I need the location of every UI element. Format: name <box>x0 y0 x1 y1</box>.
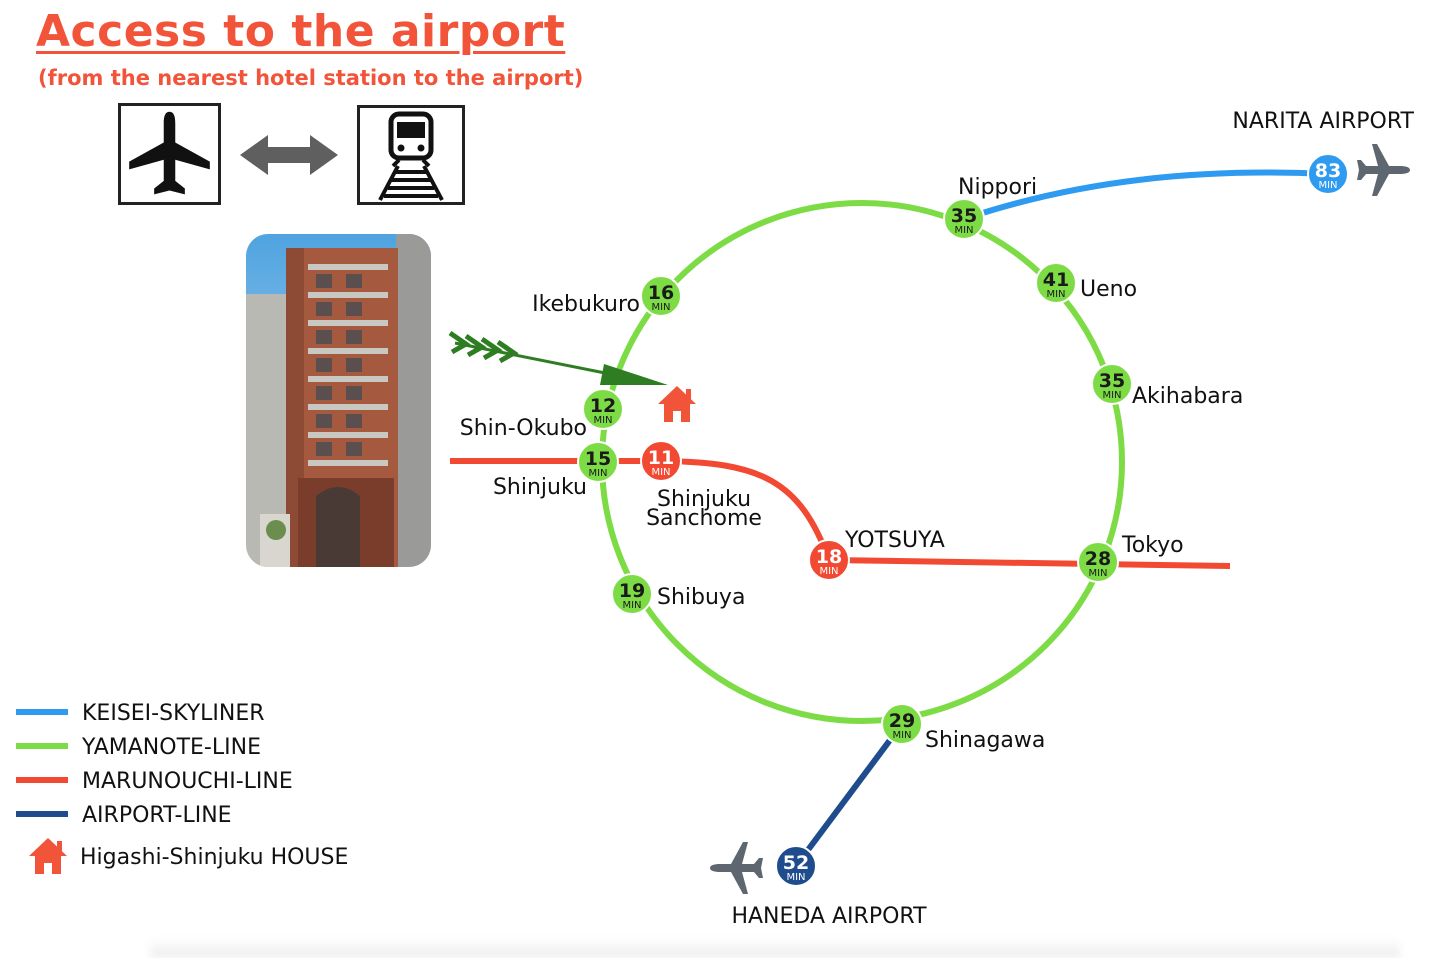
haneda-airplane-icon <box>710 842 763 894</box>
station-minutes-unit: MIN <box>786 872 805 883</box>
train-icon-box <box>357 105 465 205</box>
station-label: Shin-Okubo <box>460 416 587 441</box>
station-minutes-unit: MIN <box>588 468 607 479</box>
hotel-house-icon <box>658 386 696 422</box>
station-minutes-unit: MIN <box>651 467 670 478</box>
station-minutes: 19 <box>619 580 645 602</box>
station-badge <box>881 703 923 745</box>
station-badge <box>1035 262 1077 304</box>
station-badge <box>1077 541 1119 583</box>
station-label: YOTSUYA <box>844 528 945 553</box>
station-minutes-unit: MIN <box>593 415 612 426</box>
station-minutes-unit: MIN <box>622 600 641 611</box>
station-minutes-unit: MIN <box>819 566 838 577</box>
station-label: Nippori <box>958 175 1037 200</box>
station-label: NARITA AIRPORT <box>1232 109 1414 134</box>
station-label: Shinjuku <box>493 475 587 500</box>
airplane-icon <box>129 111 210 195</box>
station-minutes: 83 <box>1315 160 1341 182</box>
station-label: Shibuya <box>657 585 745 610</box>
train-icon <box>378 111 444 201</box>
keisei-skyliner-line <box>963 169 1329 222</box>
legend-label: MARUNOUCHI-LINE <box>82 769 293 794</box>
station-minutes: 35 <box>951 205 977 227</box>
station-badge <box>640 440 682 482</box>
station-label: Shinagawa <box>925 728 1045 753</box>
station-minutes: 29 <box>889 710 915 732</box>
station-minutes-unit: MIN <box>892 730 911 741</box>
station-label: Tokyo <box>1121 533 1184 558</box>
station-minutes-unit: MIN <box>1318 180 1337 191</box>
station-badge <box>577 441 619 483</box>
station-badge <box>582 388 624 430</box>
station-badge <box>1307 153 1349 195</box>
station-label: HANEDA AIRPORT <box>731 904 927 929</box>
station-minutes-unit: MIN <box>1046 289 1065 300</box>
narita-airplane-icon <box>1357 144 1410 196</box>
station-minutes: 18 <box>816 546 842 568</box>
station-minutes: 11 <box>648 447 674 469</box>
station-badge <box>1091 363 1133 405</box>
legend-label: KEISEI-SKYLINER <box>82 701 265 726</box>
station-badge <box>775 845 817 887</box>
station-label: Akihabara <box>1132 384 1243 409</box>
legend-item: YAMANOTE-LINE <box>16 735 261 760</box>
legend-label: YAMANOTE-LINE <box>81 735 261 760</box>
legend-hotel-label: Higashi-Shinjuku HOUSE <box>80 845 348 870</box>
airplane-icon-box <box>118 103 221 205</box>
bottom-shadow <box>150 938 1400 958</box>
station-badge <box>640 275 682 317</box>
station-badge <box>808 539 850 581</box>
station-badge <box>611 573 653 615</box>
station-label: Ikebukuro <box>532 292 640 317</box>
hotel-building-photo <box>246 234 431 567</box>
station-minutes-unit: MIN <box>1102 390 1121 401</box>
double-arrow-icon <box>240 135 338 175</box>
station-minutes-unit: MIN <box>651 302 670 313</box>
legend-item: KEISEI-SKYLINER <box>16 701 265 726</box>
station-minutes: 52 <box>783 852 809 874</box>
legend-item: AIRPORT-LINE <box>16 803 232 828</box>
station-badge <box>943 198 985 240</box>
station-label: Ueno <box>1080 277 1137 302</box>
hotel-pointer-arrow <box>448 330 668 385</box>
station-minutes: 28 <box>1085 548 1111 570</box>
legend-label: AIRPORT-LINE <box>82 803 232 828</box>
map-legend: KEISEI-SKYLINER YAMANOTE-LINE MARUNOUCHI-L… <box>16 701 348 874</box>
airport-line <box>793 722 905 868</box>
station-minutes: 41 <box>1043 269 1069 291</box>
station-minutes-unit: MIN <box>1088 568 1107 579</box>
legend-hotel-icon <box>29 838 67 874</box>
legend-item: MARUNOUCHI-LINE <box>16 769 293 794</box>
station-minutes: 15 <box>585 448 611 470</box>
station-minutes: 12 <box>590 395 616 417</box>
page-title: Access to the airport <box>36 6 566 57</box>
station-minutes-unit: MIN <box>954 225 973 236</box>
station-minutes: 16 <box>648 282 674 304</box>
station-minutes: 35 <box>1099 370 1125 392</box>
page-subtitle: (from the nearest hotel station to the a… <box>38 66 584 90</box>
